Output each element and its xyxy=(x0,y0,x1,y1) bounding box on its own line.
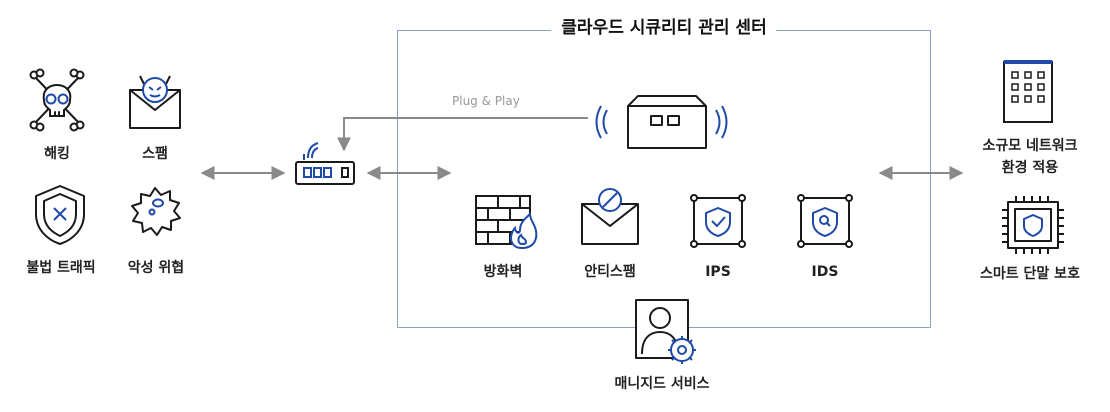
ids-label: IDS xyxy=(811,264,839,280)
plug-and-play-label: Plug & Play xyxy=(452,94,520,108)
antispam-mail-icon xyxy=(581,188,639,245)
firewall-label: 방화벽 xyxy=(483,264,523,280)
shield-x-icon xyxy=(35,185,85,245)
skull-icon xyxy=(29,68,85,132)
plug-play-arrow xyxy=(337,117,588,152)
security-center-title: 클라우드 시큐리티 관리 센터 xyxy=(551,14,777,42)
building-icon xyxy=(1003,60,1053,123)
smart-device-label: 스마트 단말 보호 xyxy=(980,266,1080,282)
firewall-fire-icon xyxy=(475,195,538,250)
appliance-box-icon xyxy=(595,95,728,149)
ips-shield-icon xyxy=(690,194,746,248)
virus-icon xyxy=(131,187,181,236)
spam-label: 스팸 xyxy=(142,146,168,162)
ips-label: IPS xyxy=(705,264,731,280)
ids-shield-search-icon xyxy=(797,194,853,248)
small-network-label-line1: 소규모 네트워크 xyxy=(982,138,1078,154)
malicious-risk-label: 악성 위협 xyxy=(127,260,185,276)
hacking-label: 해킹 xyxy=(44,146,70,162)
router-icon xyxy=(295,142,355,185)
illegal-traffic-label: 불법 트래픽 xyxy=(26,260,96,276)
spam-devil-mail-icon xyxy=(129,75,181,129)
managed-service-label: 매니지드 서비스 xyxy=(614,376,710,392)
manager-gear-icon xyxy=(635,299,696,364)
antispam-label: 안티스팸 xyxy=(584,264,636,280)
chip-shield-icon xyxy=(1002,196,1064,254)
small-network-label-line2: 환경 적용 xyxy=(1001,160,1059,176)
